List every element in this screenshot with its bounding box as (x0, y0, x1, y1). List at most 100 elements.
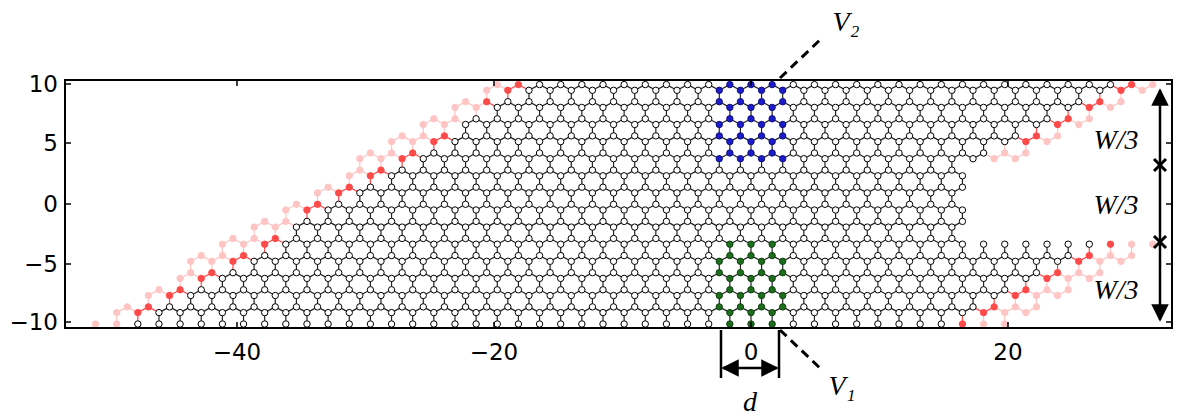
lattice-atom (420, 304, 426, 310)
lattice-atom (938, 252, 944, 258)
lattice-atom (272, 304, 278, 310)
lattice-atom (885, 235, 891, 241)
lattice-atom (283, 218, 289, 224)
lattice-atom (928, 224, 934, 230)
lattice-atom (610, 292, 616, 298)
lattice-atom (621, 275, 627, 281)
lattice-atom (642, 287, 648, 293)
lattice-atom (737, 304, 743, 310)
lattice-atom (600, 241, 606, 247)
lattice-atom (399, 270, 405, 276)
lattice-atom (780, 224, 786, 230)
lattice-atom (928, 270, 934, 276)
lattice-atom (854, 252, 860, 258)
lattice-atom (885, 292, 891, 298)
lattice-atom (716, 304, 722, 310)
lattice-atom (505, 292, 511, 298)
lattice-atom (378, 235, 384, 241)
lattice-atom (441, 224, 447, 230)
lattice-atom (388, 252, 394, 258)
lattice-atom (357, 292, 363, 298)
lattice-atom (452, 309, 458, 315)
lattice-atom (441, 292, 447, 298)
lattice-atom (261, 321, 267, 327)
lattice-atom (547, 292, 553, 298)
lattice-atom (357, 304, 363, 310)
lattice-atom (335, 224, 341, 230)
lattice-atom (991, 304, 997, 310)
lattice-atom (737, 258, 743, 264)
lattice-atom (1107, 241, 1113, 247)
lattice-atom (505, 258, 511, 264)
lattice-atom (695, 258, 701, 264)
lattice-atom (1044, 241, 1050, 247)
lattice-atom (885, 224, 891, 230)
lattice-atom (494, 309, 500, 315)
lattice-atom (177, 321, 183, 327)
lattice-atom (949, 224, 955, 230)
lattice-atom (198, 309, 204, 315)
lattice-atom (843, 235, 849, 241)
lattice-atom (568, 292, 574, 298)
lattice-atom (240, 321, 246, 327)
lattice-atom (875, 275, 881, 281)
lattice-atom (621, 241, 627, 247)
lattice-atom (632, 258, 638, 264)
lattice-atom (526, 270, 532, 276)
lattice-atom (568, 235, 574, 241)
lattice-atom (706, 241, 712, 247)
lattice-atom (441, 304, 447, 310)
lattice-atom (1023, 287, 1029, 293)
lattice-atom (642, 309, 648, 315)
lattice-atom (875, 287, 881, 293)
lattice-atom (928, 292, 934, 298)
lattice-atom (885, 304, 891, 310)
lattice-atom (272, 258, 278, 264)
lattice-atom (1012, 270, 1018, 276)
lattice-atom (589, 258, 595, 264)
lattice-atom (811, 241, 817, 247)
lattice-atom (357, 224, 363, 230)
lattice-atom (325, 275, 331, 281)
lattice-atom (875, 241, 881, 247)
lattice-atom (959, 252, 965, 258)
lattice-atom (1086, 241, 1092, 247)
lattice-atom (822, 292, 828, 298)
lattice-atom (230, 304, 236, 310)
lattice-atom (589, 292, 595, 298)
lattice-atom (959, 287, 965, 293)
lattice-atom (632, 270, 638, 276)
lattice-atom (304, 321, 310, 327)
lattice-atom (716, 258, 722, 264)
lattice-atom (505, 304, 511, 310)
lattice-atom (875, 252, 881, 258)
lattice-atom (748, 287, 754, 293)
lattice-atom (240, 287, 246, 293)
lattice-atom (1065, 252, 1071, 258)
lattice-atom (283, 287, 289, 293)
lattice-atom (219, 241, 225, 247)
lattice-atom (1118, 258, 1124, 264)
lattice-atom (906, 235, 912, 241)
lattice-atom (483, 224, 489, 230)
lattice-atom (346, 252, 352, 258)
lattice-atom (980, 287, 986, 293)
lattice-atom (505, 224, 511, 230)
lattice-atom (906, 270, 912, 276)
lattice-atom (589, 270, 595, 276)
lattice-atom (452, 252, 458, 258)
lattice-atom (600, 321, 606, 327)
lattice-atom (494, 275, 500, 281)
lattice-atom (558, 252, 564, 258)
lattice-atom (547, 224, 553, 230)
lattice-atom (854, 309, 860, 315)
lattice-atom (1065, 241, 1071, 247)
lattice-atom (589, 224, 595, 230)
lattice-atom (378, 258, 384, 264)
lattice-atom (209, 292, 215, 298)
lattice-atom (854, 275, 860, 281)
lattice-atom (832, 252, 838, 258)
lattice-atom (367, 287, 373, 293)
lattice-atom (1086, 275, 1092, 281)
lattice-atom (494, 287, 500, 293)
